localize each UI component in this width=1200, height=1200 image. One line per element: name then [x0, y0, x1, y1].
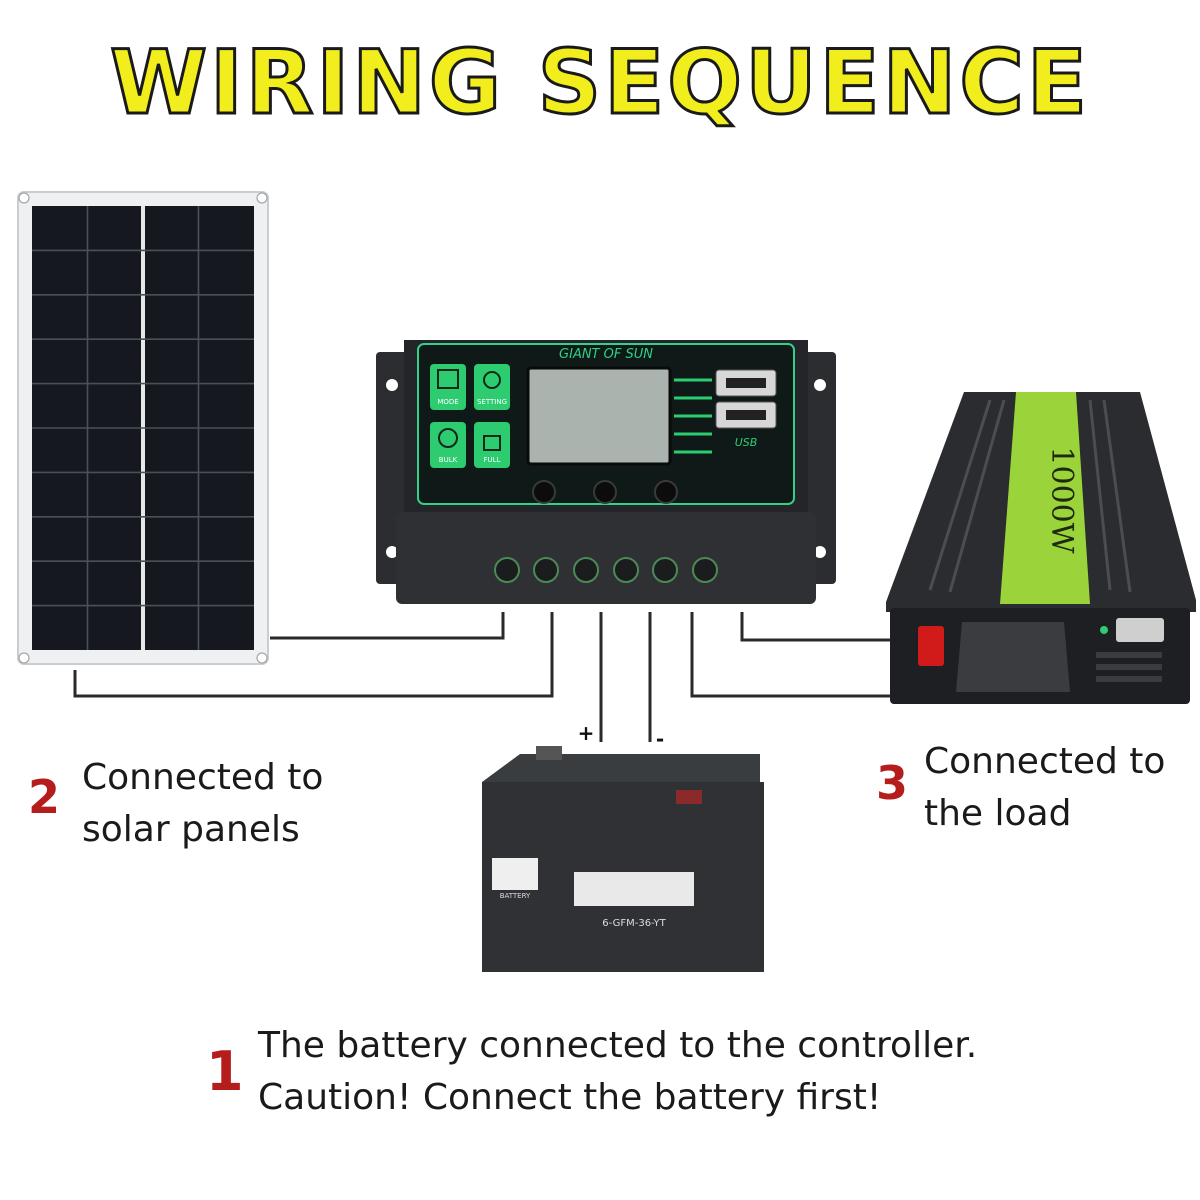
solar-panel — [17, 191, 269, 665]
battery-brand: BATTERY — [500, 892, 531, 900]
step-3-line: the load — [924, 793, 1072, 834]
usb-label: USB — [735, 436, 758, 449]
step-3-line: Connected to — [924, 741, 1166, 782]
charge-controller: GIANT OF SUN MODE SETTING BULK FULL USB — [376, 340, 836, 604]
step-3-text: Connected to the load — [924, 736, 1165, 840]
step-number-2: 2 — [28, 770, 61, 824]
wires — [73, 612, 915, 742]
step-number-1: 1 — [206, 1040, 244, 1103]
step-number-3: 3 — [876, 756, 909, 810]
tile-label: MODE — [437, 398, 458, 406]
power-switch — [918, 626, 944, 666]
tile-label: BULK — [439, 456, 458, 464]
controller-brand: GIANT OF SUN — [559, 347, 653, 362]
controller-button — [593, 480, 617, 504]
battery-plus: + — [578, 721, 595, 745]
controller-button — [654, 480, 678, 504]
step-2-line: Connected to — [82, 757, 324, 798]
step-1-text: The battery connected to the controller.… — [258, 1020, 977, 1124]
tile-label: SETTING — [477, 398, 507, 406]
battery-minus: - — [656, 727, 664, 751]
tile-label: FULL — [484, 456, 501, 464]
step-2-line: solar panels — [82, 809, 300, 850]
controller-button — [532, 480, 556, 504]
battery-model: 6-GFM-36-YT — [602, 918, 666, 929]
page-title: WIRING SEQUENCE — [108, 30, 1091, 136]
inverter-rating: 1000W — [1044, 446, 1079, 553]
inverter: 1000W — [886, 392, 1196, 704]
step-2-text: Connected to solar panels — [82, 752, 323, 856]
step-1-line: Caution! Connect the battery first! — [258, 1077, 882, 1118]
step-1-line: The battery connected to the controller. — [258, 1025, 978, 1066]
battery: + - BATTERY 6-GFM-36-YT — [482, 721, 764, 972]
